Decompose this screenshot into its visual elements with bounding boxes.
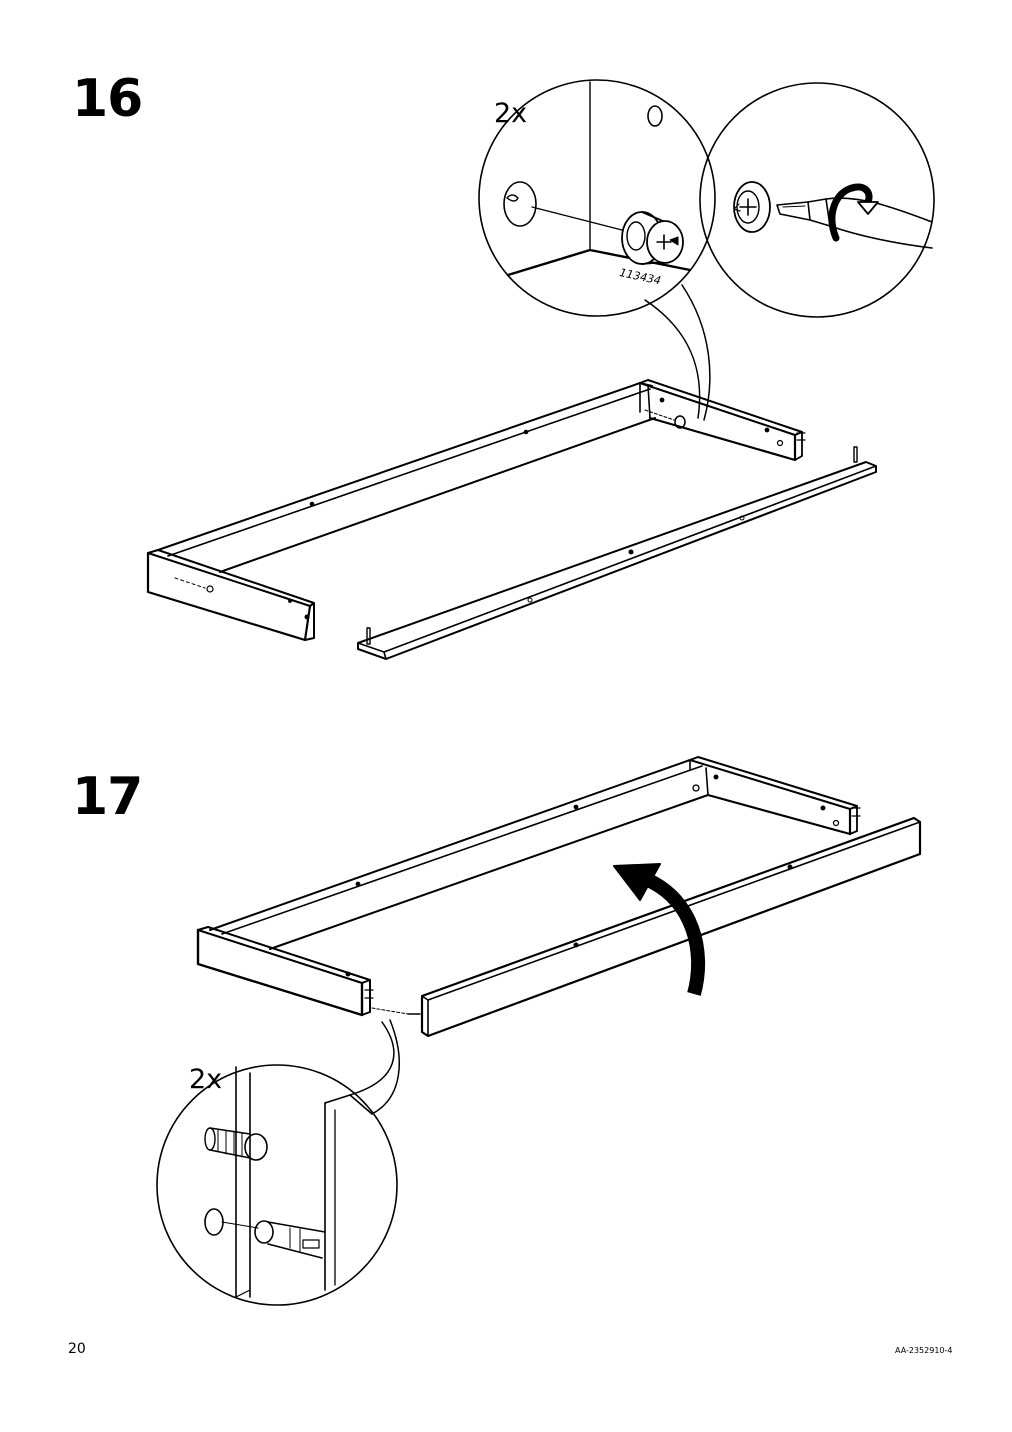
- step17-end-panel-left: [198, 927, 373, 1015]
- screwdriver-detail-circle: [700, 83, 934, 317]
- quantity-label: 2x: [189, 1064, 223, 1095]
- cam-lock-fitting-icon: [622, 212, 683, 264]
- screwdriver-icon: [777, 198, 932, 248]
- quantity-label: 2x: [494, 98, 528, 129]
- step17-back-rail: [210, 760, 708, 949]
- lift-arrow-icon: [614, 864, 698, 994]
- wooden-dowel-icon: [205, 1128, 267, 1160]
- step-number: 16: [72, 69, 143, 129]
- step16-back-rail: [158, 383, 655, 572]
- step16-illustration: [148, 80, 934, 659]
- dowel-detail-circle: [157, 1065, 397, 1305]
- document-code: AA-2352910-4: [895, 1346, 953, 1355]
- step16-end-panel-left: [148, 550, 314, 640]
- page-number: 20: [68, 1341, 86, 1357]
- rotate-arrow-icon: [832, 187, 878, 238]
- step17-front-rail: [372, 818, 920, 1036]
- step-number: 17: [72, 767, 143, 827]
- step17-end-panel-right: [690, 757, 860, 834]
- cam-lock-detail-circle: [479, 80, 715, 316]
- step16-end-panel-right: [640, 380, 805, 460]
- step16-front-rail: [358, 447, 876, 659]
- step17-illustration: [157, 757, 920, 1305]
